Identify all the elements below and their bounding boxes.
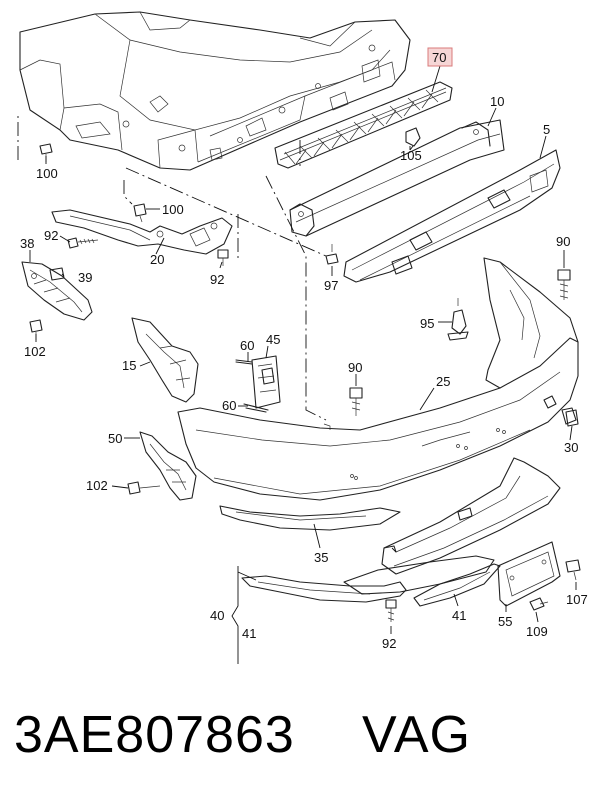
label-109: 109 <box>526 624 548 639</box>
screw-102-center-left <box>127 481 161 495</box>
part-30-clip <box>565 409 579 427</box>
label-107: 107 <box>566 592 588 607</box>
part-diffuser-lower <box>381 457 561 575</box>
brand-name: VAG <box>362 706 471 764</box>
part-41-trim-strip <box>343 555 501 607</box>
label-102-center: 102 <box>86 478 108 493</box>
caption-footer: 3AE807863 VAG <box>14 705 594 795</box>
label-40: 40 <box>210 608 224 623</box>
label-70: 70 <box>432 50 446 65</box>
part-39-clip <box>49 267 65 281</box>
screw-92-bracket-right <box>217 249 229 266</box>
label-10: 10 <box>490 94 504 109</box>
label-92-right: 92 <box>210 272 224 287</box>
part-45-clip-bracket <box>251 355 281 409</box>
label-39: 39 <box>78 270 92 285</box>
part-105-clip <box>405 127 421 151</box>
part-number: 3AE807863 <box>14 706 295 764</box>
screw-100-lower <box>133 203 147 223</box>
label-102-left: 102 <box>24 344 46 359</box>
label-41-left: 41 <box>242 626 256 641</box>
part-10-bumper-reinforcement <box>289 119 505 237</box>
screw-97 <box>325 244 339 265</box>
label-25: 25 <box>436 374 450 389</box>
screw-109 <box>529 597 549 611</box>
part-50-corner-guide <box>139 431 197 501</box>
part-70-mesh-grille <box>274 81 453 169</box>
part-15-side-bracket <box>131 317 199 403</box>
label-60-lower: 60 <box>222 398 236 413</box>
label-100-lower: 100 <box>162 202 184 217</box>
part-60-pin-lower <box>243 403 269 413</box>
leader-lines <box>29 65 577 664</box>
label-92-left: 92 <box>44 228 58 243</box>
callout-labels: 70 10 5 100 105 100 38 92 20 39 92 97 90… <box>20 50 588 651</box>
screw-90-right <box>557 269 571 300</box>
part-25-bumper-cover <box>177 257 579 501</box>
part-55-license-plate-bracket <box>497 541 561 607</box>
part-5-energy-absorber <box>343 149 561 283</box>
assembly-lines <box>17 112 327 421</box>
label-97: 97 <box>324 278 338 293</box>
part-20-side-bracket <box>51 209 233 255</box>
label-30: 30 <box>564 440 578 455</box>
car-body-rear <box>19 11 411 171</box>
label-105: 105 <box>400 148 422 163</box>
screw-90-center <box>349 387 363 416</box>
label-90-center: 90 <box>348 360 362 375</box>
label-45: 45 <box>266 332 280 347</box>
label-41-right: 41 <box>452 608 466 623</box>
label-60-upper: 60 <box>240 338 254 353</box>
label-15: 15 <box>122 358 136 373</box>
label-38: 38 <box>20 236 34 251</box>
label-5: 5 <box>543 122 550 137</box>
highlight-box-70 <box>427 47 453 67</box>
label-100-upper: 100 <box>36 166 58 181</box>
part-40-trim-strip <box>241 575 407 603</box>
label-90-right: 90 <box>556 234 570 249</box>
label-20: 20 <box>150 252 164 267</box>
label-50: 50 <box>108 431 122 446</box>
part-95-expansion-clip <box>447 298 469 341</box>
label-55: 55 <box>498 614 512 629</box>
label-35: 35 <box>314 550 328 565</box>
part-35-lower-trim <box>219 505 401 531</box>
part-60-pin-upper <box>235 359 253 365</box>
exploded-parts-diagram: 70 10 5 100 105 100 38 92 20 39 92 97 90… <box>17 11 588 664</box>
part-107-nut <box>565 559 581 581</box>
screw-92-bracket-left <box>67 237 99 249</box>
label-92-bottom: 92 <box>382 636 396 651</box>
screw-92-bottom <box>385 599 397 622</box>
label-95: 95 <box>420 316 434 331</box>
